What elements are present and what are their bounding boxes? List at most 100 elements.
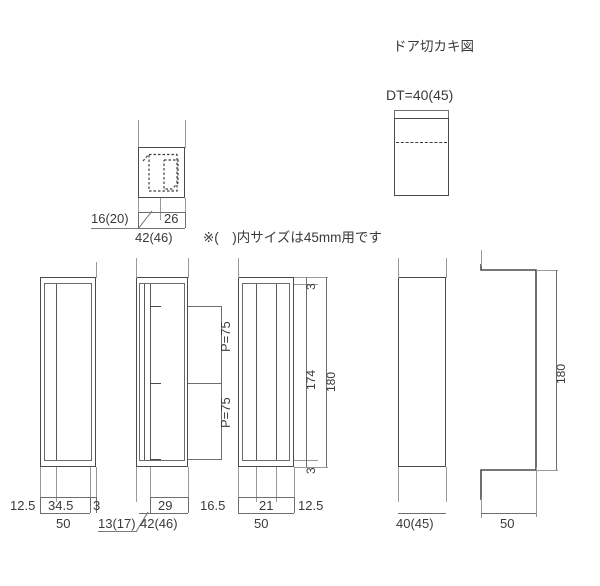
elevation-2-inner-vline-1 — [144, 284, 145, 460]
elevation-5-ext-bottom-stub — [481, 498, 482, 518]
elevation-5-dim-height-label: 180 — [554, 363, 568, 384]
elevation-2-dim-mid-label: 29 — [158, 498, 173, 513]
door-cut-dashed-line — [396, 142, 447, 143]
elevation-2-pitch-bottom-label: P=75 — [218, 397, 233, 428]
plan-ext-line-right — [185, 120, 186, 148]
elevation-5-dim-ext-top — [536, 270, 558, 271]
elevation-3-ext-top-left — [238, 258, 239, 278]
elevation-2-pitch-line-top — [188, 306, 222, 307]
elevation-4-ext-left — [398, 467, 399, 502]
door-cut-dim-line — [394, 110, 449, 111]
elevation-3-ext-right — [294, 467, 295, 502]
elevation-2-pitch-dim-upper — [221, 306, 222, 383]
elevation-2-pitch-top-label: P=75 — [218, 321, 233, 352]
plan-view-outline — [138, 147, 185, 198]
elevation-3-ext-mid2 — [276, 467, 277, 502]
door-cut-diagram-title: ドア切カキ図 — [393, 39, 474, 54]
plan-dim-tick-b — [185, 212, 186, 228]
elevation-1-dim-tick-b — [90, 497, 91, 513]
elevation-1-ext-mid — [56, 467, 57, 502]
door-cut-dim-tick-right — [448, 110, 449, 118]
elevation-2-ext-mid — [150, 467, 151, 502]
elevation-5-ext-right — [536, 467, 537, 517]
elevation-5-dim-height-line — [556, 270, 557, 470]
elevation-1-dim-left-label: 12.5 — [10, 498, 36, 513]
elevation-2-inner-vline-2 — [150, 284, 151, 460]
elevation-2-fixing-mark-mid — [150, 383, 161, 385]
elevation-3-ext-h-top — [294, 277, 328, 278]
elevation-2-dim-left-label: 13(17) — [98, 516, 136, 531]
elevation-4-dim-total-label: 40(45) — [396, 516, 434, 531]
plan-dim-line-lower — [138, 228, 185, 229]
plan-dim-ext-mid — [160, 198, 161, 220]
elevation-3-dim-tick-b — [294, 497, 295, 513]
elevation-4-ext-top-right — [446, 258, 447, 278]
elevation-2-dim-total-label: 42(46) — [140, 516, 178, 531]
elevation-3-inner-vline-1 — [256, 284, 257, 460]
plan-dim-total-label: 42(46) — [135, 230, 173, 245]
elevation-1-dim-line-lower — [40, 513, 90, 514]
elevation-1-dim-total-label: 50 — [56, 516, 71, 531]
elevation-1-inner-frame — [44, 283, 92, 461]
door-cut-dim-tick-left — [394, 110, 395, 118]
elevation-2-ext-left — [136, 467, 137, 502]
plan-ext-line-left — [138, 120, 139, 148]
elevation-2-dim-left-underline — [98, 531, 136, 532]
elevation-3-inner-vline-2 — [276, 284, 277, 460]
elevation-2-dim-tick-b — [188, 497, 189, 513]
elevation-3-dim-mid-label: 21 — [259, 498, 274, 513]
elevation-3-ext-left — [238, 467, 239, 502]
elevation-3-dim-line-lower — [238, 513, 294, 514]
elevation-1-ext-left — [40, 467, 41, 502]
elevation-3-dim-inner-label: 174 — [304, 369, 318, 390]
elevation-1-dim-mid-label: 34.5 — [48, 498, 74, 513]
elevation-2-ext-top-left — [136, 258, 137, 278]
elevation-2-ext-right — [188, 467, 189, 502]
plan-dim-right-label: 26 — [164, 211, 179, 226]
elevation-1-inner-vline — [56, 284, 57, 460]
elevation-2-dim-tick-a — [150, 497, 151, 513]
elevation-4-outline — [398, 277, 446, 467]
elevation-2-inner-frame — [139, 283, 185, 461]
elevation-1-ext-top — [96, 262, 97, 278]
elevation-5-dim-ext-bottom — [536, 470, 558, 471]
elevation-3-dim-chain-inner — [306, 277, 307, 467]
plan-dim-tick-a — [138, 212, 139, 228]
plan-dim-left-underline — [91, 228, 138, 229]
elevation-1-dim-right-label: 3 — [93, 498, 101, 513]
elevation-3-dim-tick-a — [238, 497, 239, 513]
elevation-4-ext-right — [446, 467, 447, 502]
elevation-3-ext-mid — [256, 467, 257, 502]
door-cut-outline — [394, 118, 449, 196]
elevation-4-ext-top-left — [398, 258, 399, 278]
elevation-3-dim-outer-label: 180 — [324, 371, 338, 392]
elevation-2-pitch-dim-lower — [221, 383, 222, 459]
elevation-3-dim-top-gap-label: 3 — [304, 283, 318, 290]
elevation-3-dim-bottom-gap-label: 3 — [304, 467, 318, 474]
elevation-3-ext-h-bottom — [294, 467, 328, 468]
door-thickness-label: DT=40(45) — [386, 87, 454, 103]
elevation-3-inner-frame — [242, 283, 290, 461]
elevation-3-dim-left-label: 16.5 — [200, 498, 226, 513]
elevation-1-ext-mid2 — [90, 467, 91, 502]
elevation-1-dim-tick-c — [96, 497, 97, 513]
elevation-3-dim-line-upper — [238, 497, 294, 498]
footnote-text: ※( )内サイズは45mm用です — [203, 230, 382, 245]
elevation-1-dim-tick-a — [40, 497, 41, 513]
elevation-3-dim-total-label: 50 — [254, 516, 269, 531]
elevation-5-dim-line — [481, 513, 536, 514]
elevation-2-fixing-mark-top — [150, 306, 161, 308]
plan-dim-ext-left — [138, 198, 139, 220]
elevation-2-dim-line-upper — [150, 497, 188, 498]
elevation-4-dim-line — [398, 513, 446, 514]
elevation-5-ext-top-stub — [481, 250, 482, 266]
elevation-2-pitch-line-bottom — [188, 459, 222, 460]
elevation-3-dim-right-label: 12.5 — [298, 498, 324, 513]
elevation-1-dim-line-upper — [40, 497, 96, 498]
elevation-1-ext-right — [96, 467, 97, 502]
elevation-2-dim-line-lower — [139, 513, 188, 514]
elevation-5-dim-total-label: 50 — [500, 516, 515, 531]
plan-dim-line-upper — [138, 212, 185, 213]
elevation-2-fixing-mark-bottom — [150, 459, 161, 461]
